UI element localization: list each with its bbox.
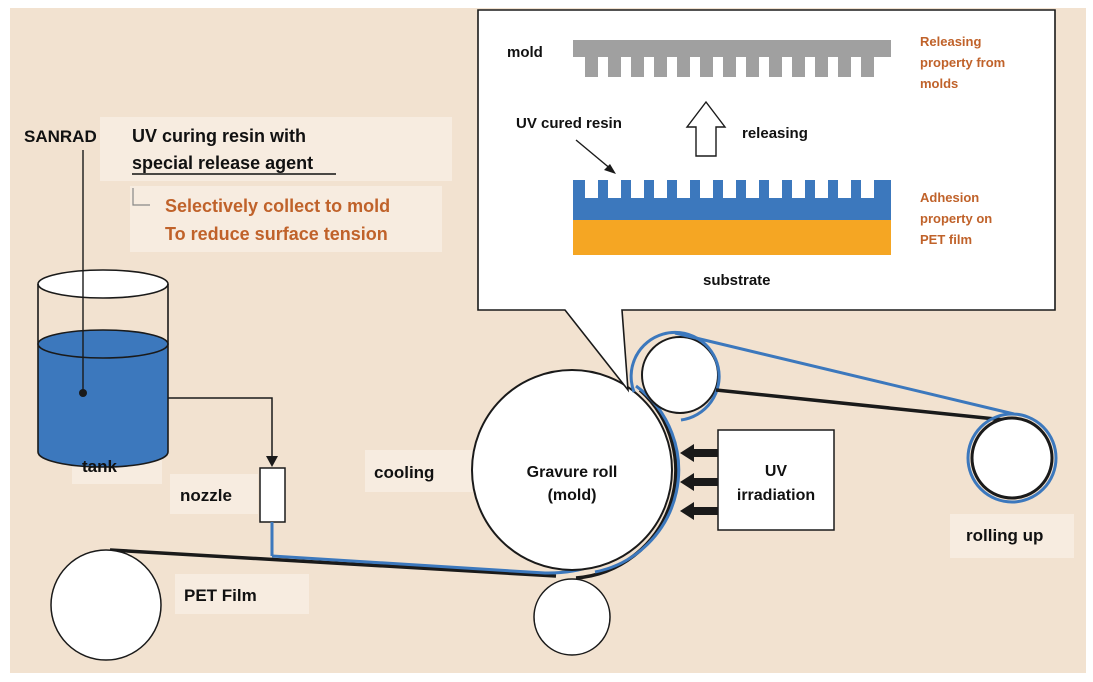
- uv-arrows: [680, 444, 718, 520]
- inset-label-uv-cured-resin: UV cured resin: [516, 115, 622, 132]
- label-cooling: cooling: [374, 463, 434, 482]
- film-wrap: [575, 388, 678, 580]
- label-resin-line1: UV curing resin with: [132, 126, 306, 146]
- label-note-line1: Selectively collect to mold: [165, 196, 390, 216]
- uv-box: [717, 429, 835, 531]
- label-note-line2: To reduce surface tension: [165, 224, 388, 244]
- resin-wrap: [594, 384, 681, 574]
- pet-film-path: [109, 548, 557, 578]
- tank: [37, 269, 169, 468]
- inset-adhesion-2: property on: [920, 211, 992, 226]
- inset-label-mold: mold: [507, 44, 543, 61]
- label-resin-line2: special release agent: [132, 153, 313, 173]
- feed-pipe: [168, 397, 273, 458]
- label-rolling-up: rolling up: [966, 526, 1043, 545]
- pet-film-roll: [50, 549, 162, 661]
- label-sanrad: SANRAD: [24, 127, 97, 146]
- note-bracket: [132, 188, 150, 206]
- label-nozzle: nozzle: [180, 486, 232, 505]
- releasing-arrow: [685, 100, 727, 157]
- substrate-layer: [573, 220, 891, 255]
- inset-release-prop-1: Releasing: [920, 34, 981, 49]
- guide-roll-bottom: [533, 578, 611, 656]
- label-tank: tank: [82, 457, 118, 476]
- inset-label-substrate: substrate: [703, 272, 771, 289]
- resin-pointer-arrow: [604, 164, 616, 174]
- label-gravure-line1: Gravure roll: [527, 464, 618, 481]
- inset-adhesion-1: Adhesion: [920, 190, 979, 205]
- guide-roll-top: [641, 336, 719, 414]
- inset-adhesion-3: PET film: [920, 232, 972, 247]
- inset-release-prop-2: property from: [920, 55, 1005, 70]
- label-uv-line1: UV: [765, 463, 788, 480]
- resin-pointer-line: [575, 139, 613, 171]
- rolling-up-roll: [970, 416, 1054, 500]
- feed-arrow: [266, 456, 278, 467]
- mold-comb: [573, 40, 891, 77]
- resin-comb: [573, 180, 891, 220]
- rolling-up-resin-wrap: [966, 412, 1058, 504]
- label-uv-line2: irradiation: [737, 487, 815, 504]
- belt-resin: [674, 331, 1015, 416]
- gravure-roll: [471, 369, 673, 571]
- inset-label-releasing: releasing: [742, 125, 808, 142]
- label-gravure-line2: (mold): [548, 487, 597, 504]
- sanrad-pointer-dot: [79, 389, 87, 397]
- nozzle: [259, 467, 286, 523]
- inset-release-prop-3: molds: [920, 76, 958, 91]
- belt-film: [715, 388, 1006, 422]
- label-pet-film: PET Film: [184, 586, 257, 605]
